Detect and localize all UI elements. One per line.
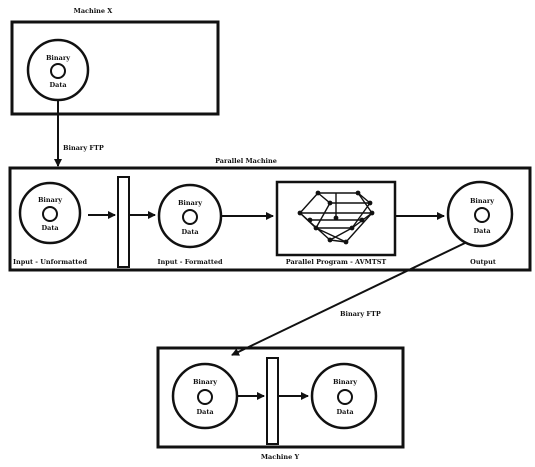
output-label: Output — [470, 258, 496, 266]
machine-x-label: Machine X — [74, 7, 114, 15]
disk-bottom-label: Data — [336, 408, 354, 416]
machine-y-label: Machine Y — [261, 453, 300, 461]
disk-input-formatted: Binary Data — [159, 185, 221, 247]
disk-machine-y-input: Binary Data — [173, 364, 237, 428]
disk-top-label: Binary — [38, 196, 62, 204]
input-unformatted-label: Input - Unformatted — [13, 258, 87, 266]
disk-bottom-label: Data — [181, 228, 199, 236]
disk-machine-x: Binary Data — [28, 40, 88, 100]
disk-top-label: Binary — [193, 378, 217, 386]
ftp-top-label: Binary FTP — [63, 144, 104, 152]
disk-bottom-label: Data — [49, 81, 67, 89]
parallel-program-label: Parallel Program - AVMTST — [286, 258, 387, 266]
disk-top-label: Binary — [333, 378, 357, 386]
disk-bottom-label: Data — [41, 224, 59, 232]
disk-machine-y-output: Binary Data — [312, 364, 376, 428]
disk-bottom-label: Data — [473, 227, 491, 235]
disk-top-label: Binary — [46, 54, 70, 62]
parallel-machine-label: Parallel Machine — [215, 157, 277, 165]
disk-top-label: Binary — [178, 199, 202, 207]
disk-bottom-label: Data — [196, 408, 214, 416]
disk-input-unformatted: Binary Data — [20, 183, 80, 243]
disk-top-label: Binary — [470, 197, 494, 205]
input-formatted-label: Input - Formatted — [157, 258, 223, 266]
formatter-bar-y — [267, 358, 278, 444]
ftp-bottom-label: Binary FTP — [340, 310, 381, 318]
disk-output: Binary Data — [448, 182, 512, 246]
formatter-bar — [118, 177, 129, 267]
